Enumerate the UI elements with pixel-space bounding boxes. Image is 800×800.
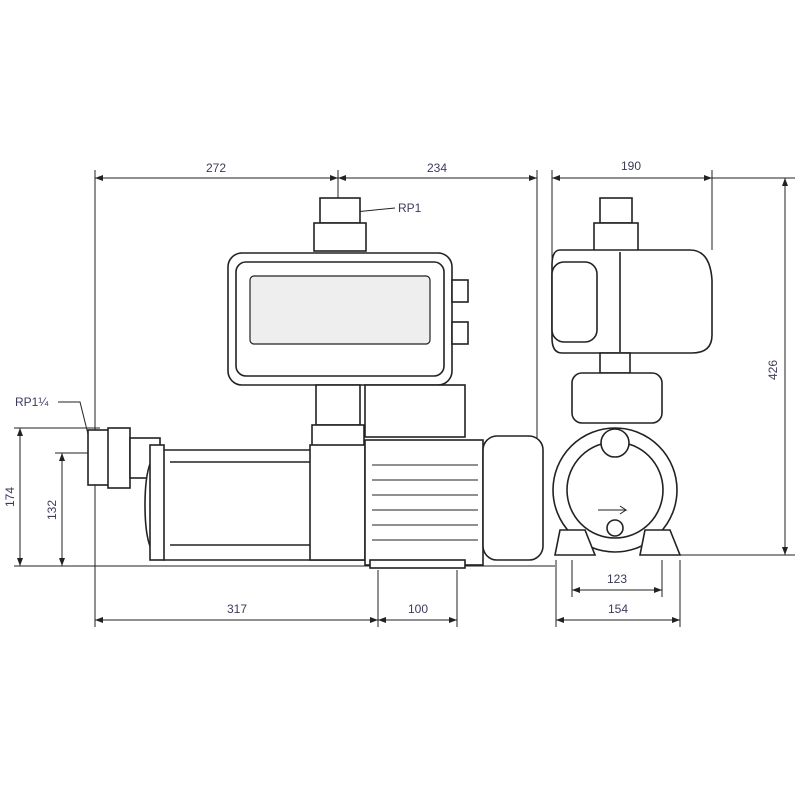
dim-100: 100 bbox=[408, 602, 428, 616]
dim-174: 174 bbox=[3, 487, 17, 507]
pump-front-view bbox=[87, 197, 544, 569]
dim-132: 132 bbox=[45, 500, 59, 520]
dim-190: 190 bbox=[621, 159, 641, 173]
dim-272: 272 bbox=[206, 161, 226, 175]
outlet-label: RP1 bbox=[398, 201, 422, 215]
dimension-lines bbox=[17, 175, 788, 623]
dim-154: 154 bbox=[608, 602, 628, 616]
pump-side-view bbox=[551, 197, 713, 556]
dim-426: 426 bbox=[766, 360, 780, 380]
dim-123: 123 bbox=[607, 572, 627, 586]
inlet-label: RP1¼ bbox=[15, 395, 49, 409]
dim-234: 234 bbox=[427, 161, 447, 175]
dim-317: 317 bbox=[227, 602, 247, 616]
